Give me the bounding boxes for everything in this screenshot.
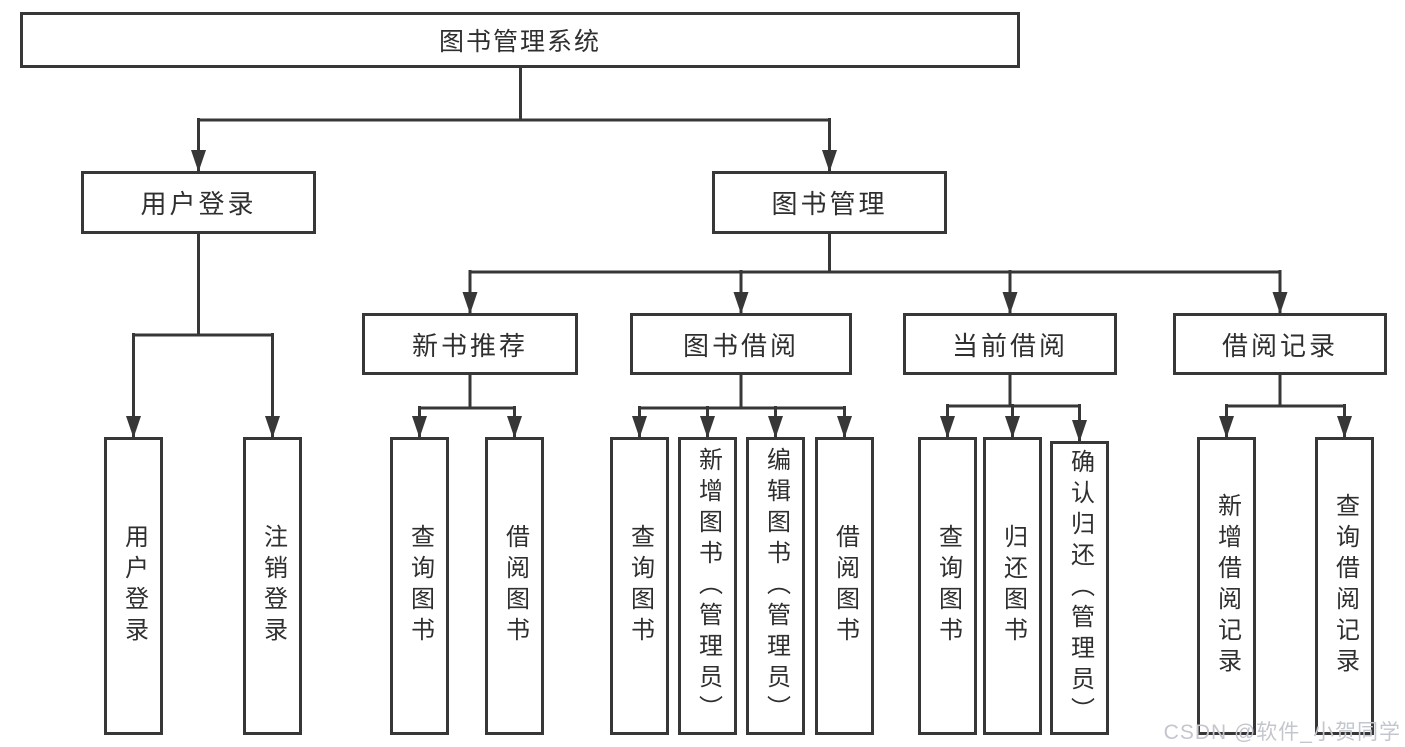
edge-borrow-record-branch (1219, 375, 1352, 438)
node-new-book-rec: 新书推荐 (362, 313, 578, 375)
leaf-confirm-return-admin-label: 确认归还（管理员） (1066, 448, 1094, 728)
leaf-add-books-admin: 新增图书（管理员） (678, 437, 737, 735)
csdn-watermark: CSDN @软件_小贺同学 (1163, 721, 1401, 744)
leaf-user-login-label: 用户登录 (120, 524, 148, 648)
edge-root-branch (191, 68, 837, 172)
leaf-newrec-borrow-books-label: 借阅图书 (501, 524, 529, 648)
node-book-mgmt-label: 图书管理 (771, 189, 888, 219)
edge-book-mgmt-branch (462, 234, 1288, 314)
node-borrow-record-label: 借阅记录 (1221, 330, 1338, 361)
edge-current-borrow-branch (940, 375, 1087, 442)
node-current-borrow: 当前借阅 (903, 313, 1117, 375)
node-user-login: 用户登录 (81, 171, 316, 234)
leaf-return-books: 归还图书 (983, 437, 1042, 735)
leaf-newrec-query-books-label: 查询图书 (406, 524, 434, 648)
edge-new-book-rec-branch (412, 375, 522, 438)
node-borrow-record: 借阅记录 (1173, 313, 1387, 375)
node-current-borrow-label: 当前借阅 (951, 330, 1068, 361)
leaf-newrec-borrow-books: 借阅图书 (485, 437, 544, 735)
leaf-borrow-query-books-label: 查询图书 (626, 524, 654, 648)
node-book-borrow-label: 图书借阅 (682, 330, 799, 361)
leaf-current-query-books: 查询图书 (918, 437, 977, 735)
node-book-borrow: 图书借阅 (630, 313, 852, 375)
leaf-return-books-label: 归还图书 (999, 524, 1027, 648)
leaf-query-borrow-record: 查询借阅记录 (1315, 437, 1374, 735)
leaf-borrow-query-books: 查询图书 (610, 437, 669, 735)
edge-user-login-branch (126, 234, 280, 438)
leaf-query-borrow-record-label: 查询借阅记录 (1331, 493, 1359, 679)
leaf-current-query-books-label: 查询图书 (934, 524, 962, 648)
leaf-logout-label: 注销登录 (259, 524, 287, 648)
leaf-add-borrow-record-label: 新增借阅记录 (1213, 493, 1241, 679)
leaf-borrow-borrow-books: 借阅图书 (815, 437, 874, 735)
leaf-borrow-borrow-books-label: 借阅图书 (831, 524, 859, 648)
edge-book-borrow-branch (632, 375, 852, 438)
leaf-user-login: 用户登录 (104, 437, 163, 735)
leaf-edit-books-admin-label: 编辑图书（管理员） (762, 446, 790, 726)
leaf-add-books-admin-label: 新增图书（管理员） (694, 446, 722, 726)
leaf-edit-books-admin: 编辑图书（管理员） (746, 437, 805, 735)
leaf-newrec-query-books: 查询图书 (390, 437, 449, 735)
leaf-logout: 注销登录 (243, 437, 302, 735)
node-root-label: 图书管理系统 (438, 28, 601, 56)
leaf-confirm-return-admin: 确认归还（管理员） (1050, 441, 1109, 735)
node-book-mgmt: 图书管理 (712, 171, 947, 234)
node-user-login-label: 用户登录 (140, 189, 257, 219)
node-new-book-rec-label: 新书推荐 (411, 330, 528, 361)
node-root: 图书管理系统 (20, 12, 1020, 68)
leaf-add-borrow-record: 新增借阅记录 (1197, 437, 1256, 735)
